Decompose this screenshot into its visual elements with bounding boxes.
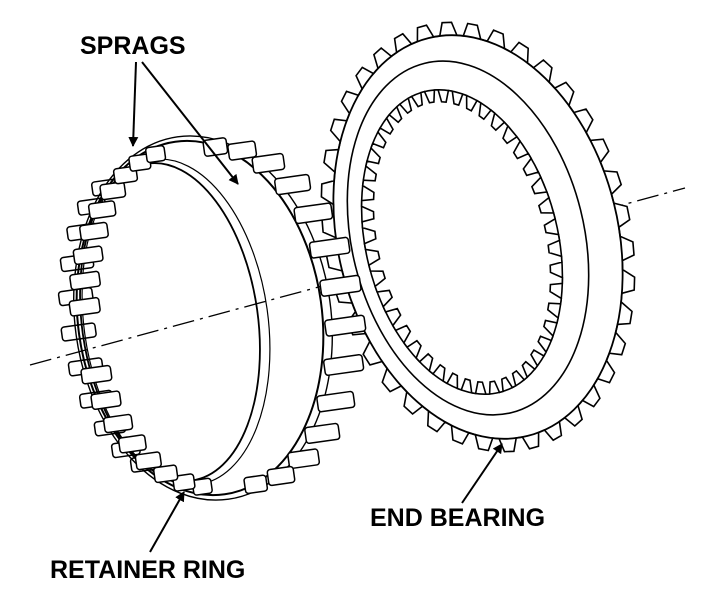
- retainer-ring-arrow: [149, 491, 185, 553]
- sprag-block-bottom: [117, 434, 147, 454]
- end-bearing-label: END BEARING: [370, 504, 546, 532]
- sprag-block-near: [243, 474, 269, 495]
- sprag-block-top: [72, 245, 104, 265]
- retainer-front-rim-2: [73, 135, 333, 501]
- retainer-front-rim: [75, 139, 325, 497]
- sprag-block-near: [293, 202, 334, 225]
- end-bearing-inner-splines: [360, 88, 564, 396]
- sprag-block-bottom: [102, 413, 134, 434]
- sprag-retainer-assembly: [57, 135, 367, 501]
- sprags-label: SPRAGS: [80, 32, 186, 60]
- sprag-block-near: [308, 236, 351, 259]
- sprag-block-near: [319, 274, 362, 297]
- sprag-block-bottom: [134, 451, 162, 471]
- end-bearing-arrow: [461, 443, 503, 504]
- sprags-near-side: [68, 137, 367, 496]
- sprag-block-near: [316, 390, 356, 413]
- sprag-block-top: [87, 200, 117, 220]
- sprag-block-near: [266, 465, 296, 487]
- sprag-block-top: [69, 270, 101, 291]
- sprag-block-top: [79, 221, 109, 242]
- end-bearing-inner-spline-profile: [360, 88, 564, 396]
- sprag-block-bottom: [80, 364, 113, 385]
- retainer-ring-label: RETAINER RING: [50, 556, 246, 584]
- sprag-block-near: [323, 354, 365, 376]
- sprag-block-near: [287, 448, 321, 470]
- end-bearing-outer-rim: [332, 34, 624, 440]
- end-bearing-face-ring: [346, 60, 590, 416]
- sprag-block-top: [144, 145, 167, 164]
- sprag-block-near: [227, 140, 258, 161]
- sprag-block-near: [251, 152, 286, 174]
- sprag-block-bottom: [172, 473, 196, 492]
- sprags-arrow-right: [141, 61, 239, 185]
- sprags-arrow-left: [128, 61, 139, 147]
- sprag-block-near: [304, 422, 341, 445]
- sprag-block-top: [99, 181, 127, 201]
- end-bearing-part: [320, 21, 636, 453]
- sprag-block-bottom: [90, 390, 122, 410]
- sprag-block-near: [202, 137, 229, 157]
- sprag-block-top: [68, 296, 101, 317]
- sprag-block-bottom: [153, 464, 179, 484]
- sprag-block-near: [324, 314, 367, 337]
- sprag-block-near: [273, 173, 312, 196]
